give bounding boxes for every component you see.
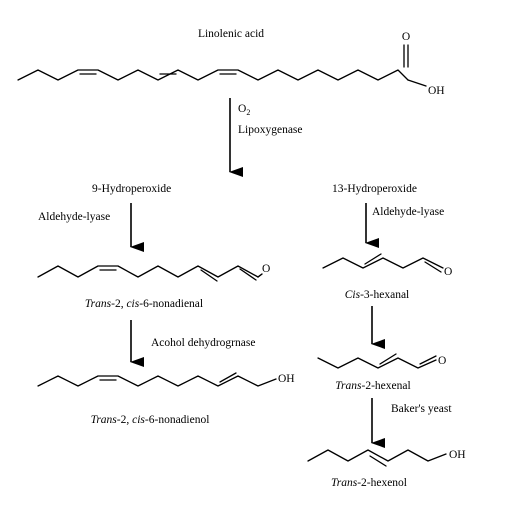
nonadienal-structure: [37, 265, 263, 282]
nonadienol-structure: [37, 372, 277, 387]
hexenol-label: Trans-2-hexenol: [331, 477, 407, 489]
yeast-enzyme-label: Baker's yeast: [391, 403, 452, 415]
hexenol-structure: [307, 449, 447, 467]
lyase-left-enzyme-label: Aldehyde-lyase: [38, 211, 110, 223]
nonadienal-label: Trans-2, cis-6-nonadienal: [85, 298, 203, 310]
hexenal-label: Trans-2-hexenal: [335, 380, 410, 392]
dehydrogenase-enzyme-label: Acohol dehydrogrnase: [151, 337, 255, 349]
lyase-right-enzyme-label: Aldehyde-lyase: [372, 206, 444, 218]
lipoxygenase-cofactor: O2: [238, 103, 250, 117]
hexanal-carbonyl-o: O: [444, 266, 452, 278]
hexanal-structure: [322, 253, 444, 273]
nonadienol-label: Trans-2, cis-6-nonadienol: [91, 414, 210, 426]
hexenal-structure: [317, 353, 437, 369]
hexenol-hydroxyl-oh: OH: [449, 449, 466, 461]
hexenal-carbonyl-o: O: [438, 355, 446, 367]
linolenic-acid-label: Linolenic acid: [198, 28, 264, 40]
linolenic-acid-structure: [17, 44, 427, 87]
hydroperoxide-9-label: 9-Hydroperoxide: [92, 183, 171, 195]
linolenic-hydroxyl-oh: OH: [428, 85, 445, 97]
nonadienal-carbonyl-o: O: [262, 263, 270, 275]
linolenic-carbonyl-o: O: [402, 31, 410, 43]
lipoxygenase-enzyme-label: Lipoxygenase: [238, 124, 303, 136]
hexanal-label: Cis-3-hexanal: [345, 289, 410, 301]
nonadienol-hydroxyl-oh: OH: [278, 373, 295, 385]
hydroperoxide-13-label: 13-Hydroperoxide: [332, 183, 417, 195]
